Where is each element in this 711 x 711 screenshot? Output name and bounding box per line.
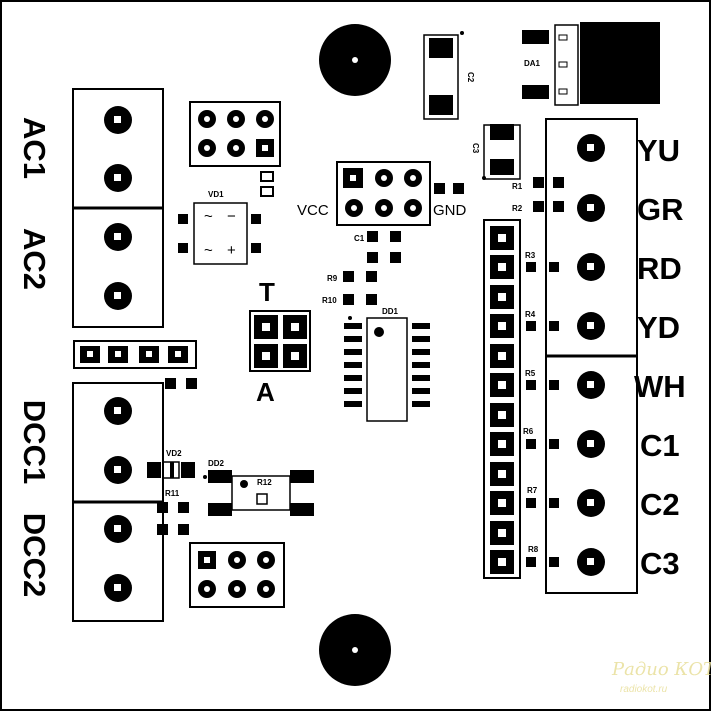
bridge-symbol-minus: − bbox=[227, 208, 236, 225]
refdes-da1: DA1 bbox=[524, 59, 541, 68]
header-2x3-top bbox=[189, 101, 281, 167]
resistor-r2 bbox=[533, 201, 564, 212]
resistor-r4 bbox=[526, 321, 559, 331]
refdes-dd2: DD2 bbox=[208, 459, 225, 468]
pad-pair-small bbox=[260, 171, 274, 197]
refdes-r4: R4 bbox=[525, 310, 536, 319]
refdes-r7: R7 bbox=[527, 486, 538, 495]
refdes-r9: R9 bbox=[327, 274, 338, 283]
smd-pad-pair-gnd bbox=[434, 183, 464, 194]
resistor-r6 bbox=[526, 439, 559, 449]
ic-dd1 bbox=[344, 316, 430, 422]
refdes-r10: R10 bbox=[322, 296, 337, 305]
label-dcc2: DCC2 bbox=[17, 513, 52, 597]
refdes-r8: R8 bbox=[528, 545, 539, 554]
refdes-r2: R2 bbox=[512, 204, 523, 213]
label-wh: WH bbox=[634, 369, 686, 404]
refdes-r3: R3 bbox=[525, 251, 536, 260]
refdes-c3: C3 bbox=[471, 143, 480, 154]
smd-pad-pair-a bbox=[165, 378, 197, 389]
label-gr: GR bbox=[637, 192, 684, 227]
resistor-r7 bbox=[526, 498, 559, 508]
capacitor-c3 bbox=[482, 124, 521, 180]
refdes-r1: R1 bbox=[512, 182, 523, 191]
header-2x3-power bbox=[336, 161, 431, 226]
label-ac1: AC1 bbox=[17, 117, 52, 179]
refdes-vd1: VD1 bbox=[208, 190, 224, 199]
header-1x8 bbox=[483, 219, 521, 579]
terminal-block-ac bbox=[72, 88, 164, 328]
label-yd: YD bbox=[637, 310, 680, 345]
diode-vd2 bbox=[147, 461, 195, 479]
jumper-2x2 bbox=[249, 310, 311, 372]
resistor-r3 bbox=[526, 262, 559, 272]
label-t: T bbox=[259, 277, 275, 307]
capacitor-c1 bbox=[367, 231, 401, 263]
terminal-block-right bbox=[545, 118, 638, 594]
resistor-r10 bbox=[343, 294, 377, 305]
refdes-vd2: VD2 bbox=[166, 449, 182, 458]
mounting-hole-top bbox=[319, 24, 391, 96]
label-c2: C2 bbox=[640, 487, 680, 522]
diode-bridge-vd1 bbox=[178, 202, 261, 265]
resistor-r5 bbox=[526, 380, 559, 390]
ic-dd2 bbox=[203, 470, 314, 516]
resistor-r9 bbox=[343, 271, 377, 282]
refdes-r12: R12 bbox=[257, 478, 272, 487]
capacitor-c2 bbox=[423, 31, 464, 120]
refdes-dd1: DD1 bbox=[382, 307, 399, 316]
refdes-r6: R6 bbox=[523, 427, 534, 436]
label-a: A bbox=[256, 377, 275, 407]
resistor-r8 bbox=[526, 557, 559, 567]
bridge-symbol-ac-bottom: ~ bbox=[204, 242, 213, 259]
label-vcc: VCC bbox=[297, 202, 329, 219]
label-gnd: GND bbox=[433, 202, 467, 219]
resistor-r1 bbox=[533, 177, 564, 188]
refdes-c2: C2 bbox=[466, 72, 475, 83]
terminal-block-dcc bbox=[72, 382, 164, 622]
refdes-c1: C1 bbox=[354, 234, 365, 243]
refdes-r5: R5 bbox=[525, 369, 536, 378]
watermark-logo: Радио КОТ bbox=[611, 659, 711, 680]
bridge-symbol-ac-top: ~ bbox=[204, 208, 213, 225]
watermark-url: radiokot.ru bbox=[620, 684, 668, 695]
refdes-r11: R11 bbox=[165, 489, 180, 498]
resistor-r11 bbox=[157, 502, 189, 535]
label-dcc1: DCC1 bbox=[17, 400, 52, 484]
label-c3: C3 bbox=[640, 546, 680, 581]
label-c1: C1 bbox=[640, 428, 680, 463]
label-rd: RD bbox=[637, 251, 682, 286]
mounting-hole-bottom bbox=[319, 614, 391, 686]
regulator-da1 bbox=[522, 22, 660, 106]
label-yu: YU bbox=[637, 133, 680, 168]
label-ac2: AC2 bbox=[17, 228, 52, 290]
bridge-symbol-plus: + bbox=[227, 242, 236, 259]
header-1x4 bbox=[73, 340, 197, 369]
header-2x3-bottom bbox=[189, 542, 285, 608]
